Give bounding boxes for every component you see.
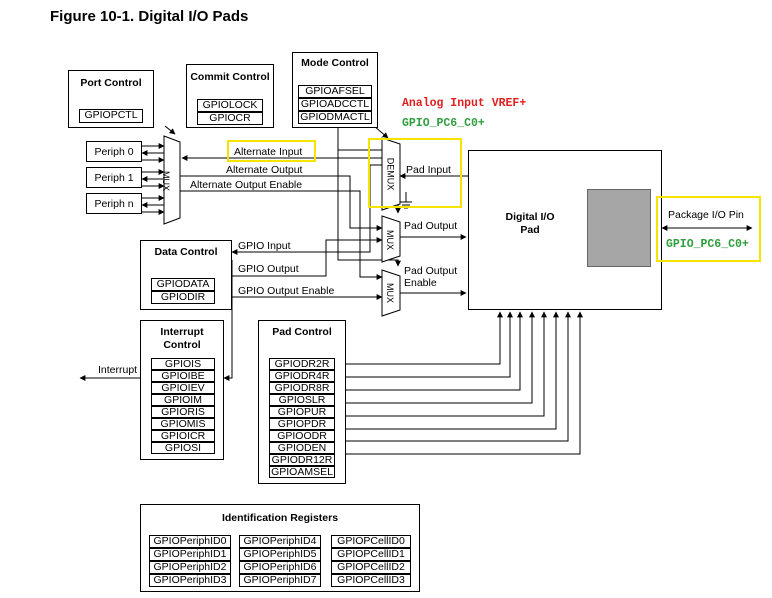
interrupt-label: Interrupt [98,364,138,376]
gpiodr2r-register: GPIODR2R [269,358,335,370]
ground-icon [400,192,412,209]
port-control-box: Port Control GPIOPCTL [68,70,154,128]
gpioadcctl-register: GPIOADCCTL [298,98,372,111]
interrupt-control-box: Interrupt Control GPIOIS GPIOIBE GPIOIEV… [140,320,224,460]
pad-control-title: Pad Control [272,326,332,338]
identification-registers-box: Identification Registers GPIOPeriphID0 G… [140,504,420,592]
gpioim-register: GPIOIM [151,394,215,406]
periph-1-label: Periph 1 [94,172,134,184]
identification-title: Identification Registers [221,512,339,524]
pad-output-mux-label: MUX [385,230,395,250]
pad-output-enable-mux-label: MUX [385,283,395,303]
gpioperiphid4-register: GPIOPeriphID4 [239,535,321,548]
pad-input-label: Pad Input [406,164,451,176]
digital-io-pad-label: Digital I/O Pad [505,211,555,236]
gpiosi-register: GPIOSI [151,442,215,454]
left-mux-shape [163,135,181,225]
pad-output-enable-label: Pad Output Enable [404,265,458,289]
commit-control-box: Commit Control GPIOLOCK GPIOCR [186,64,274,128]
gpio-pin-annotation-top: GPIO_PC6_C0+ [402,117,485,130]
analog-input-annotation: Analog Input VREF+ [402,97,527,110]
alternate-input-highlight [227,140,316,162]
gpioodr-register: GPIOODR [269,430,335,442]
gpiopctl-register: GPIOPCTL [79,109,143,123]
gpio-pin-annotation-right: GPIO_PC6_C0+ [666,238,749,251]
gpioperiphid3-register: GPIOPeriphID3 [149,574,231,587]
gpiopur-register: GPIOPUR [269,406,335,418]
gpiopcellid1-register: GPIOPCellID1 [331,548,411,561]
port-control-title: Port Control [80,77,142,89]
gpiodr12r-register: GPIODR12R [269,454,335,466]
gpiodata-register: GPIODATA [151,278,215,291]
periph-0-box: Periph 0 [86,141,142,162]
gpioperiphid1-register: GPIOPeriphID1 [149,548,231,561]
gpiolock-register: GPIOLOCK [197,99,263,112]
demux-shape [381,137,401,211]
gpioperiphid2-register: GPIOPeriphID2 [149,561,231,574]
left-mux-label: MUX [161,171,171,191]
gpio-output-enable-label: GPIO Output Enable [238,285,335,297]
gpiois-register: GPIOIS [151,358,215,370]
package-pin-highlight [656,196,761,262]
pad-output-label: Pad Output [404,220,458,232]
data-control-box: Data Control GPIODATA GPIODIR [140,240,232,310]
gpiopcellid0-register: GPIOPCellID0 [331,535,411,548]
periph-n-label: Periph n [94,198,134,210]
data-control-title: Data Control [154,246,218,258]
package-io-pin-label: Package I/O Pin [668,209,744,221]
digital-io-pad-box: Digital I/O Pad [468,150,662,310]
mode-control-box: Mode Control GPIOAFSEL GPIOADCCTL GPIODM… [292,52,378,128]
demux-highlight [368,138,462,208]
mode-control-title: Mode Control [301,57,369,69]
gpio-input-label: GPIO Input [238,240,291,252]
gpioperiphid0-register: GPIOPeriphID0 [149,535,231,548]
gpioperiphid5-register: GPIOPeriphID5 [239,548,321,561]
alternate-output-enable-label: Alternate Output Enable [190,179,303,191]
pad-output-mux-shape [381,215,401,263]
figure-title: Figure 10-1. Digital I/O Pads [50,8,249,25]
gpioafsel-register: GPIOAFSEL [298,85,372,98]
gpiodir-register: GPIODIR [151,291,215,304]
gpiopcellid2-register: GPIOPCellID2 [331,561,411,574]
gpiopcellid3-register: GPIOPCellID3 [331,574,411,587]
pad-output-enable-mux-shape [381,269,401,317]
gpiodr4r-register: GPIODR4R [269,370,335,382]
commit-control-title: Commit Control [190,71,270,83]
alternate-input-label: Alternate Input [234,146,303,158]
interrupt-control-title: Interrupt Control [160,326,204,351]
gpiocr-register: GPIOCR [197,112,263,125]
alternate-output-label: Alternate Output [226,164,303,176]
gpioslr-register: GPIOSLR [269,394,335,406]
gpioperiphid7-register: GPIOPeriphID7 [239,574,321,587]
gpioden-register: GPIODEN [269,442,335,454]
pad-control-box: Pad Control GPIODR2R GPIODR4R GPIODR8R G… [258,320,346,484]
gpiodr8r-register: GPIODR8R [269,382,335,394]
periph-0-label: Periph 0 [94,146,134,158]
gpio-output-label: GPIO Output [238,263,299,275]
pad-silicon-block [587,189,651,267]
gpiomis-register: GPIOMIS [151,418,215,430]
gpioiev-register: GPIOIEV [151,382,215,394]
gpioris-register: GPIORIS [151,406,215,418]
gpiopdr-register: GPIOPDR [269,418,335,430]
gpioibe-register: GPIOIBE [151,370,215,382]
gpioicr-register: GPIOICR [151,430,215,442]
periph-1-box: Periph 1 [86,167,142,188]
gpioperiphid6-register: GPIOPeriphID6 [239,561,321,574]
gpiodmactl-register: GPIODMACTL [298,111,372,124]
gpioamsel-register: GPIOAMSEL [269,466,335,478]
periph-n-box: Periph n [86,193,142,214]
